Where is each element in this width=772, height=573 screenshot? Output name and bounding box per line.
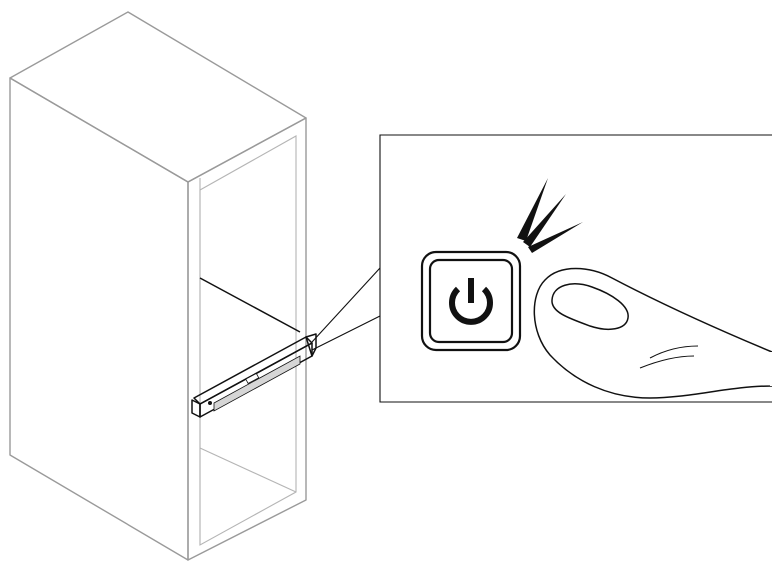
callout-box: [379, 134, 772, 403]
callout-line-bottom: [311, 315, 381, 351]
rack-left-face: [9, 77, 189, 561]
server-led: [208, 401, 212, 405]
finger-crease-2: [639, 355, 695, 369]
rack-front-opening: [199, 135, 297, 546]
press-burst-icon: [517, 178, 583, 253]
finger-icon: [533, 267, 772, 399]
server-bezel: [193, 336, 313, 405]
rack-shelf-line: [199, 277, 301, 333]
rack-front-face: [187, 117, 307, 561]
server-label-slot: [245, 372, 260, 385]
callout-line-top: [311, 267, 381, 343]
power-icon: [449, 278, 493, 325]
rack-inner-bottom: [199, 447, 297, 493]
finger-outline: [533, 267, 772, 399]
finger-crease-1: [649, 345, 699, 359]
rack-top-face: [9, 11, 307, 183]
server-left-ear: [191, 399, 201, 418]
server-rack: [9, 11, 307, 561]
rack-server-unit: [191, 333, 317, 418]
power-button: [420, 250, 522, 352]
callout-frame: [379, 134, 772, 403]
fingernail: [551, 283, 629, 331]
server-vent-grille: [213, 355, 301, 412]
